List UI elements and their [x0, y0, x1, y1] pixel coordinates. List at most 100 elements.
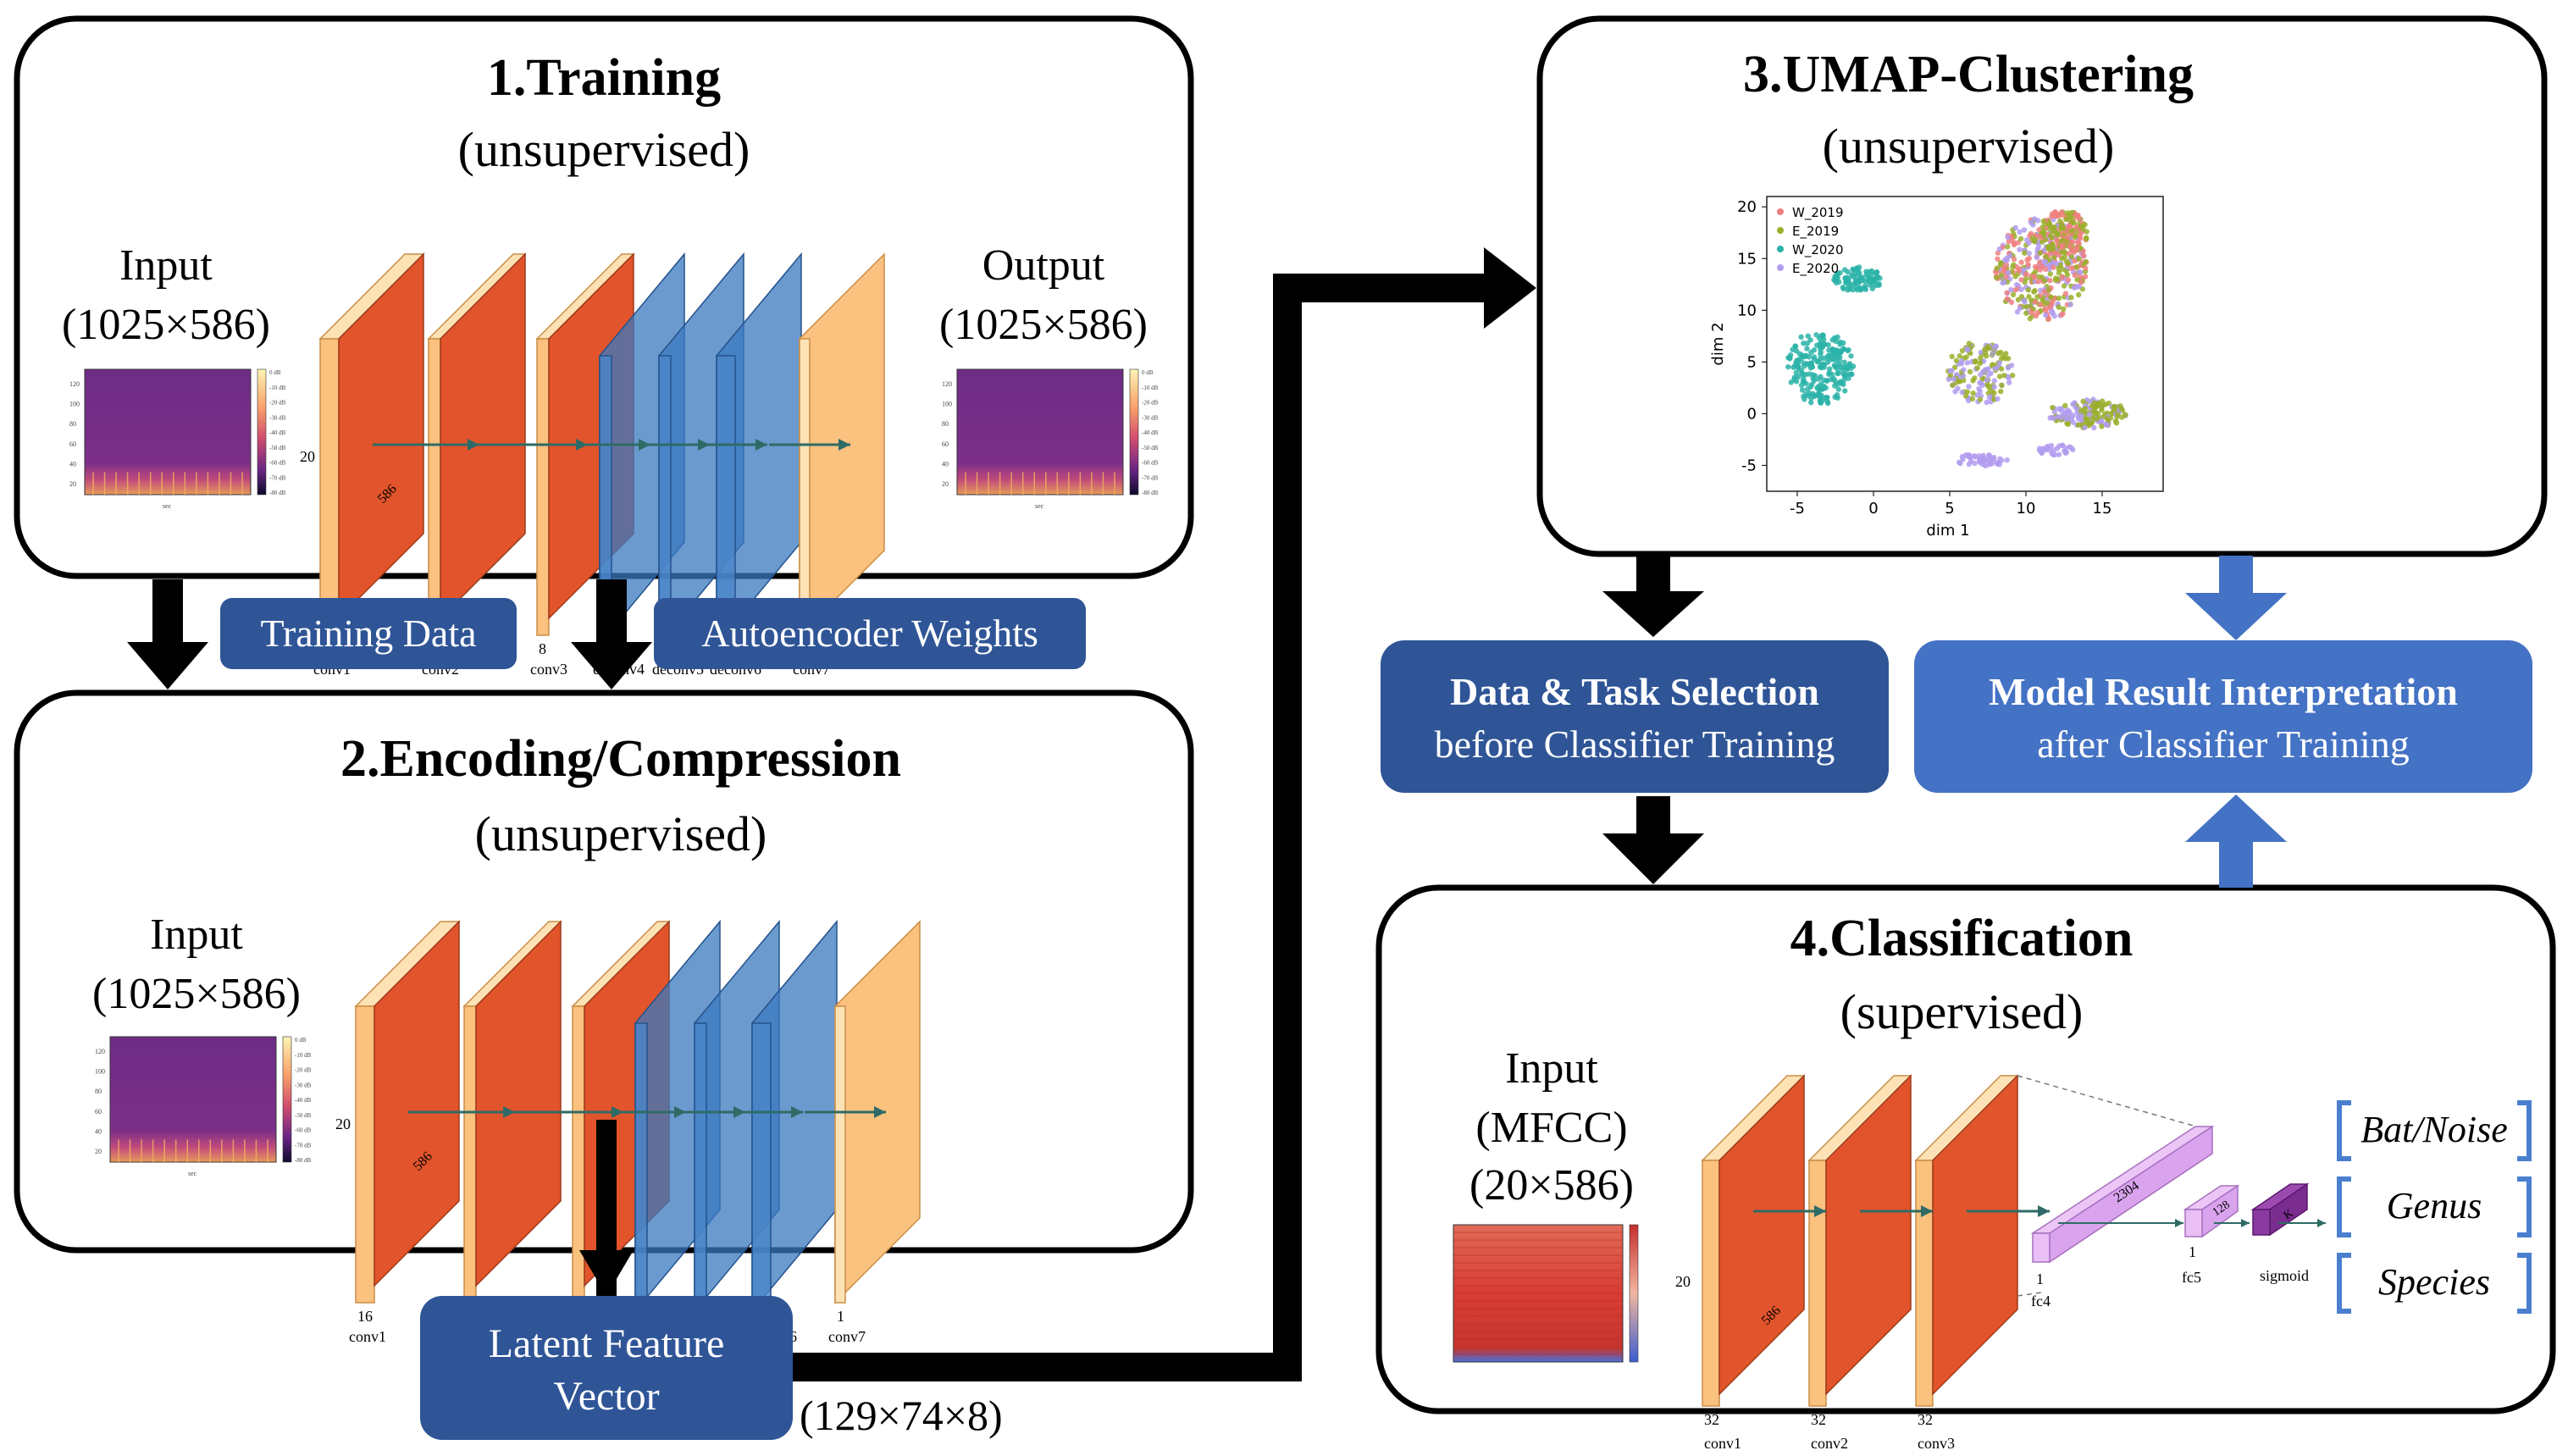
scatter-point: [2067, 242, 2073, 249]
scatter-point: [2074, 277, 2080, 283]
scatter-point: [1848, 371, 1854, 377]
legend-label: W_2019: [1792, 205, 1844, 221]
scatter-point: [1790, 364, 1796, 370]
arrow-training-data: [127, 579, 208, 689]
scatter-point: [2028, 219, 2034, 225]
scatter-point: [2032, 216, 2038, 222]
scatter-point: [1862, 279, 1868, 285]
scatter-point: [1803, 380, 1809, 387]
scatter-point: [1973, 454, 1979, 460]
mfcc-input: [1453, 1224, 1639, 1363]
scatter-point: [1835, 386, 1841, 392]
scatter-point: [2017, 229, 2023, 235]
right-bracket: [2517, 1253, 2532, 1314]
scatter-point: [1850, 363, 1857, 369]
scatter-point: [2068, 209, 2074, 216]
scatter-point: [2031, 289, 2037, 295]
y-tick-label: 20: [95, 1148, 102, 1155]
scatter-point: [2083, 416, 2089, 423]
scatter-point: [1856, 264, 1862, 270]
scatter-point: [1996, 374, 2003, 379]
legend-marker: [1777, 227, 1784, 234]
autoencoder-weights-box: [654, 598, 1086, 669]
scatter-point: [1829, 371, 1835, 378]
scatter-point: [1821, 336, 1827, 342]
scatter-point: [1978, 372, 1984, 378]
autoencoder-network: 16conv18conv28conv38deconv48deconv516dec…: [300, 252, 885, 678]
scatter-point: [1958, 360, 1965, 367]
scatter-point: [1990, 457, 1997, 462]
output-dims: (1025×586): [939, 301, 1148, 349]
layer-front-face: [355, 1005, 375, 1304]
scatter-point: [1983, 462, 1989, 469]
scatter-point: [1792, 343, 1798, 349]
scatter-point: [1991, 390, 1997, 396]
scatter-point: [1808, 395, 1814, 401]
scatter-point: [2080, 226, 2086, 232]
layer-front-face: [2252, 1209, 2271, 1236]
scatter-point: [1974, 365, 1980, 371]
layer-activation-face: [1718, 1074, 1805, 1396]
y-tick-label: 0: [1747, 405, 1757, 423]
scatter-point: [2056, 304, 2062, 310]
scatter-point: [1818, 374, 1824, 380]
panel-subtitle: (supervised): [1840, 984, 2084, 1039]
scatter-point: [1796, 366, 1801, 372]
scatter-point: [1807, 390, 1813, 396]
input-label: Input: [119, 241, 213, 290]
colorbar-tick-label: -80 dB: [1142, 490, 1159, 496]
scatter-point: [1793, 359, 1799, 365]
scatter-point: [1801, 376, 1807, 382]
y-tick-label: 60: [942, 440, 949, 448]
scatter-point: [1850, 282, 1856, 288]
scatter-point: [1995, 460, 2001, 466]
scatter-point: [2025, 261, 2031, 268]
scatter-point: [1984, 344, 1991, 350]
scatter-point: [1787, 356, 1793, 362]
scatter-point: [1984, 399, 1990, 406]
scatter-point: [1986, 395, 1993, 401]
layer-name: conv3: [530, 661, 567, 678]
scatter-point: [2051, 264, 2056, 270]
colorbar-tick-label: -60 dB: [269, 460, 286, 467]
scatter-point: [2016, 268, 2022, 274]
scatter-point: [1873, 269, 1880, 275]
scatter-point: [1961, 367, 1967, 373]
scatter-point: [2011, 256, 2017, 263]
scatter-point: [1860, 274, 1866, 280]
scatter-point: [2013, 281, 2020, 288]
scatter-point: [1984, 377, 1990, 383]
y-tick-label: 80: [69, 420, 76, 428]
arrow-to-latent: [579, 1120, 634, 1296]
layer-conv2: 8conv2: [457, 920, 562, 1345]
scatter-point: [2053, 261, 2060, 267]
panel-subtitle: (unsupervised): [475, 806, 767, 861]
colorbar-tick-label: -20 dB: [269, 400, 286, 407]
scatter-point: [2064, 234, 2071, 241]
scatter-point: [1873, 282, 1879, 289]
scatter-point: [2068, 445, 2074, 451]
flow-arrowhead: [1814, 1205, 1826, 1217]
x-axis-label: sec: [163, 502, 172, 510]
scatter-point: [2018, 286, 2024, 292]
scatter-point: [2076, 416, 2082, 422]
scatter-point: [2021, 267, 2027, 273]
scatter-point: [2004, 457, 2010, 463]
scatter-point: [1995, 350, 2001, 357]
panel-title: 2.Encoding/Compression: [340, 730, 901, 788]
right-bracket: [2517, 1100, 2532, 1161]
scatter-point: [2104, 416, 2111, 422]
scatter-point: [1846, 275, 1852, 281]
cluster-w2020-small: [1831, 264, 1883, 293]
scatter-point: [1872, 277, 1878, 284]
layer-name: sigmoid: [2260, 1267, 2309, 1284]
spectrogram-image: [109, 1036, 277, 1163]
left-bracket: [2337, 1176, 2351, 1237]
y-tick-label: 120: [95, 1048, 105, 1055]
scatter-point: [2002, 257, 2008, 263]
flow-arrowhead: [2038, 1205, 2050, 1217]
y-tick-label: 60: [69, 440, 76, 448]
scatter-point: [2039, 239, 2045, 245]
left-bracket: [2337, 1253, 2351, 1314]
